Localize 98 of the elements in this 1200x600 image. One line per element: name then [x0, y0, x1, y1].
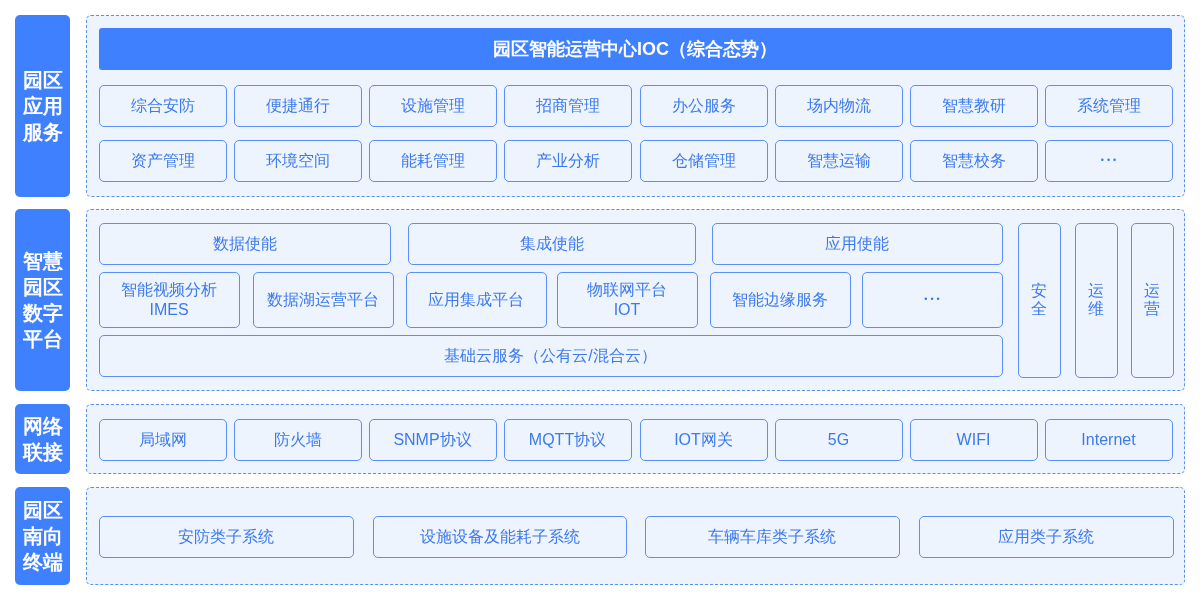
module-name: 安防类子系统	[178, 526, 274, 547]
module-box	[918, 515, 1174, 558]
module-box	[1044, 84, 1173, 127]
module-box	[909, 418, 1038, 461]
module-name: 应用使能	[825, 233, 889, 254]
layer-panel	[86, 209, 1185, 391]
module-name: 应用集成平台	[428, 289, 524, 310]
module-box	[1017, 222, 1061, 378]
module-box	[639, 139, 768, 182]
module-name: 车辆车库类子系统	[708, 526, 836, 547]
module-name: 5G	[827, 429, 850, 450]
layer-name: 智慧园区数字平台	[22, 249, 63, 352]
layer-panel	[86, 15, 1185, 197]
module-name: 安全	[1030, 281, 1048, 319]
module-name: 基础云服务（公有云/混合云）	[444, 345, 657, 366]
module-box	[98, 418, 227, 461]
module-name: 运营	[1143, 281, 1161, 319]
module-box	[98, 515, 354, 558]
layer-name: 园区南向终端	[22, 498, 63, 575]
module-box	[1074, 222, 1118, 378]
module-name: 便捷通行	[265, 95, 330, 116]
module-name: 仓储管理	[671, 150, 736, 171]
module-box	[98, 271, 240, 328]
layer-name: 园区应用服务	[22, 68, 63, 145]
module-name: MQTT协议	[528, 429, 607, 450]
module-name: 办公服务	[671, 95, 736, 116]
module-name: 设施设备及能耗子系统	[419, 526, 580, 547]
ellipsis-text: •••	[1099, 155, 1120, 166]
module-box	[368, 139, 497, 182]
module-box	[909, 139, 1038, 182]
module-name: 运维	[1087, 281, 1105, 319]
module-box	[909, 84, 1038, 127]
module-name: 系统管理	[1076, 95, 1141, 116]
module-name: 产业分析	[535, 150, 600, 171]
layer-name: 网络联接	[22, 414, 63, 465]
module-box	[98, 222, 391, 265]
module-box	[774, 84, 903, 127]
module-name: 资产管理	[130, 150, 195, 171]
module-name: 招商管理	[535, 95, 600, 116]
module-box	[372, 515, 627, 558]
module-name: Internet	[1081, 429, 1136, 450]
module-box	[368, 418, 497, 461]
layer-label-box	[15, 209, 70, 391]
ellipsis-text: •••	[923, 294, 943, 305]
layer-label-box	[15, 15, 70, 197]
module-name: 智能边缘服务	[732, 289, 828, 310]
layer-label-box	[15, 404, 70, 474]
module-box	[503, 418, 632, 461]
module-name: 智慧教研	[941, 95, 1006, 116]
layer-panel	[86, 404, 1185, 474]
module-code: IMES	[149, 299, 189, 319]
module-name: 环境空间	[265, 150, 330, 171]
module-box	[556, 271, 698, 328]
module-box	[1044, 139, 1173, 182]
module-box	[98, 84, 227, 127]
layer-panel	[86, 487, 1185, 585]
module-name: 综合安防	[130, 95, 195, 116]
module-code: IOT	[613, 299, 641, 319]
layer-label-box	[15, 487, 70, 585]
module-box	[407, 222, 696, 265]
module-name: IOT网关	[674, 429, 733, 450]
module-box	[233, 84, 362, 127]
title-bar	[98, 27, 1172, 70]
module-name: 场内物流	[806, 95, 871, 116]
module-name: 智能视频分析	[121, 280, 217, 300]
module-name: 数据使能	[212, 233, 277, 254]
module-name: 应用类子系统	[998, 526, 1094, 547]
module-box	[774, 139, 903, 182]
module-box	[1044, 418, 1173, 461]
module-box	[233, 139, 362, 182]
module-box	[252, 271, 394, 328]
module-box	[503, 84, 632, 127]
module-box	[644, 515, 900, 558]
module-box	[709, 271, 851, 328]
module-name: 智慧校务	[941, 150, 1006, 171]
module-box	[861, 271, 1003, 328]
module-name: 集成使能	[519, 233, 584, 254]
title-text: 园区智能运营中心IOC（综合态势）	[493, 37, 777, 61]
module-box	[711, 222, 1003, 265]
module-box	[368, 84, 497, 127]
module-box	[1130, 222, 1174, 378]
module-box	[639, 418, 768, 461]
module-name: 物联网平台	[587, 280, 667, 300]
module-box	[639, 84, 768, 127]
module-box	[405, 271, 547, 328]
module-name: SNMP协议	[393, 429, 472, 450]
module-name: 数据湖运营平台	[267, 289, 379, 310]
module-name: 能耗管理	[400, 150, 465, 171]
module-name: 防火墙	[273, 429, 322, 450]
module-name: 设施管理	[400, 95, 465, 116]
module-box	[774, 418, 903, 461]
module-name: 局域网	[138, 429, 187, 450]
module-box	[98, 334, 1003, 377]
module-name: 智慧运输	[806, 150, 871, 171]
module-name: WIFI	[956, 429, 991, 450]
module-box	[98, 139, 227, 182]
module-box	[503, 139, 632, 182]
module-box	[233, 418, 362, 461]
